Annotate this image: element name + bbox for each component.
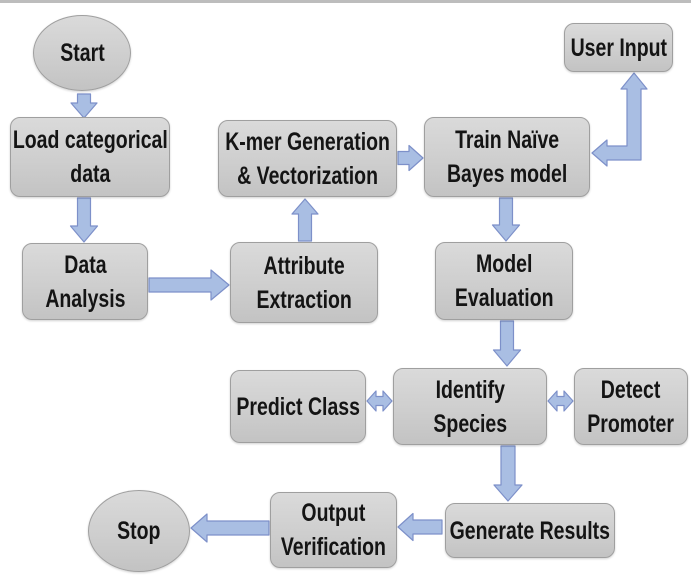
arrow-attribute-to-kmer-icon bbox=[291, 198, 319, 242]
node-train-naive-bayes-model: Train Naïve Bayes model bbox=[424, 117, 590, 197]
arrow-identify-detect-double-icon bbox=[547, 390, 574, 412]
node-data-analysis-label: Data Analysis bbox=[44, 250, 126, 313]
node-start-label: Start bbox=[59, 39, 105, 67]
node-kmer-generation-vectorization: K-mer Generation & Vectorization bbox=[218, 120, 397, 197]
arrow-user-input-train-elbow-icon bbox=[591, 72, 648, 167]
node-generate-results-label: Generate Results bbox=[449, 516, 611, 545]
arrow-start-to-load-icon bbox=[70, 93, 98, 119]
node-generate-results: Generate Results bbox=[445, 503, 615, 558]
node-data-analysis: Data Analysis bbox=[22, 243, 148, 320]
node-detect-promoter-label: Detect Promoter bbox=[587, 375, 675, 438]
node-model-evaluation-label: Model Evaluation bbox=[454, 250, 554, 312]
node-identify-species: Identify Species bbox=[393, 368, 547, 445]
node-load-categorical-data: Load categorical data bbox=[10, 117, 170, 197]
node-user-input: User Input bbox=[564, 23, 673, 72]
node-attribute-extraction-label: Attribute Extraction bbox=[256, 251, 352, 314]
arrow-generate-to-output-icon bbox=[397, 512, 443, 542]
node-load-categorical-data-label: Load categorical data bbox=[12, 126, 168, 188]
node-predict-class-label: Predict Class bbox=[236, 392, 360, 421]
arrow-load-to-data-analysis-icon bbox=[69, 197, 99, 243]
node-output-verification-label: Output Verification bbox=[280, 499, 387, 561]
node-model-evaluation: Model Evaluation bbox=[435, 242, 573, 320]
node-user-input-label: User Input bbox=[570, 33, 667, 62]
node-identify-species-label: Identify Species bbox=[433, 375, 507, 438]
arrow-model-eval-to-identify-icon bbox=[492, 320, 522, 367]
node-output-verification: Output Verification bbox=[270, 492, 397, 568]
arrow-kmer-to-train-icon bbox=[397, 144, 424, 172]
top-border-line bbox=[0, 0, 691, 3]
node-stop-label: Stop bbox=[117, 517, 161, 545]
node-train-naive-bayes-model-label: Train Naïve Bayes model bbox=[446, 126, 568, 188]
node-predict-class: Predict Class bbox=[230, 370, 366, 443]
arrow-identify-predict-double-icon bbox=[366, 390, 393, 412]
node-attribute-extraction: Attribute Extraction bbox=[230, 242, 378, 323]
node-start: Start bbox=[33, 15, 131, 91]
node-kmer-generation-vectorization-label: K-mer Generation & Vectorization bbox=[225, 127, 390, 190]
arrow-identify-to-generate-icon bbox=[493, 445, 523, 502]
arrow-output-to-stop-icon bbox=[190, 513, 270, 543]
arrow-train-to-model-eval-icon bbox=[491, 197, 521, 242]
node-detect-promoter: Detect Promoter bbox=[574, 368, 688, 445]
arrow-data-analysis-to-attribute-icon bbox=[148, 269, 230, 301]
node-stop: Stop bbox=[88, 490, 190, 572]
